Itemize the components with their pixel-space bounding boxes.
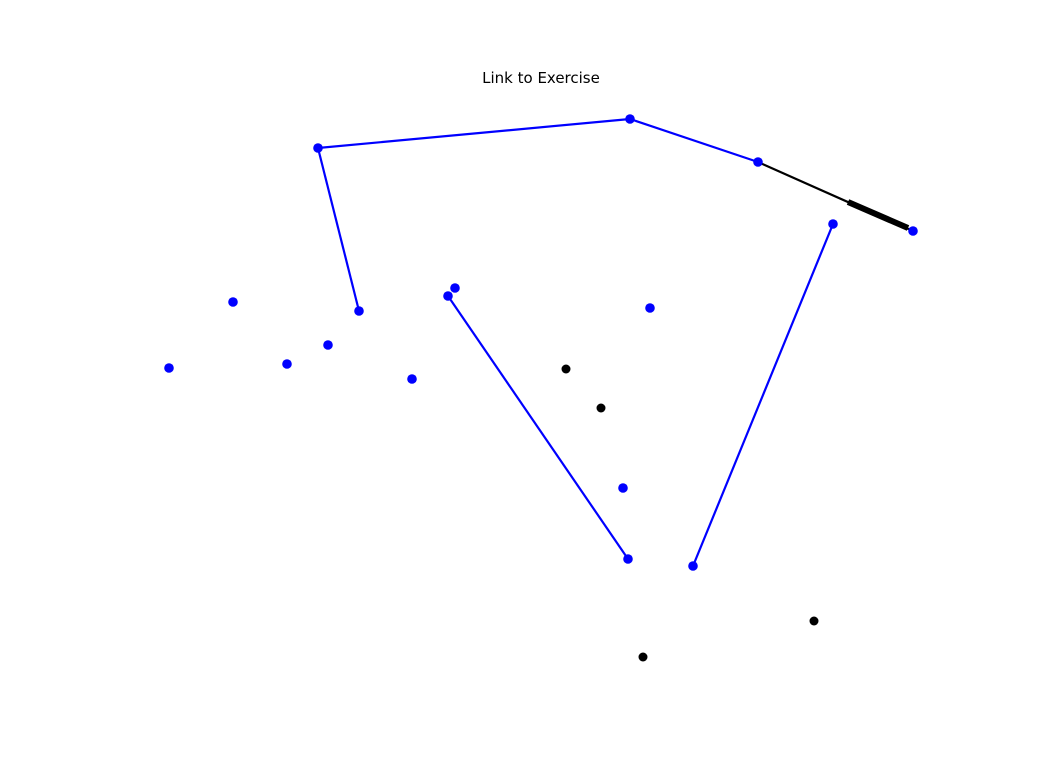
graph-node-black bbox=[638, 652, 648, 662]
graph-node-blue bbox=[618, 483, 628, 493]
graph-node-blue bbox=[908, 226, 918, 236]
graph-node-blue bbox=[645, 303, 655, 313]
graph-node-blue bbox=[228, 297, 238, 307]
graph-node-blue bbox=[313, 143, 323, 153]
graph-edge bbox=[691, 223, 835, 567]
graph-edge bbox=[629, 117, 759, 164]
graph-edge bbox=[316, 147, 361, 312]
graph-node-blue bbox=[450, 283, 460, 293]
graph-node-black bbox=[561, 364, 571, 374]
graph-edge bbox=[447, 295, 629, 560]
graph-node-blue bbox=[623, 554, 633, 564]
graph-node-blue bbox=[407, 374, 417, 384]
graph-node-blue bbox=[625, 114, 635, 124]
graph-node-blue bbox=[688, 561, 698, 571]
figure-title: Link to Exercise bbox=[482, 69, 600, 87]
graph-edge bbox=[317, 117, 631, 150]
graph-node-blue bbox=[323, 340, 333, 350]
graph-node-blue bbox=[164, 363, 174, 373]
arrow-head bbox=[846, 199, 910, 231]
edges-layer bbox=[316, 117, 914, 567]
graph-node-blue bbox=[753, 157, 763, 167]
graph-node-blue bbox=[282, 359, 292, 369]
graph-node-blue bbox=[828, 219, 838, 229]
graph-node-blue bbox=[443, 291, 453, 301]
nodes-layer bbox=[164, 114, 918, 662]
graph-node-blue bbox=[354, 306, 364, 316]
graph-node-black bbox=[596, 403, 606, 413]
graph-node-black bbox=[809, 616, 819, 626]
